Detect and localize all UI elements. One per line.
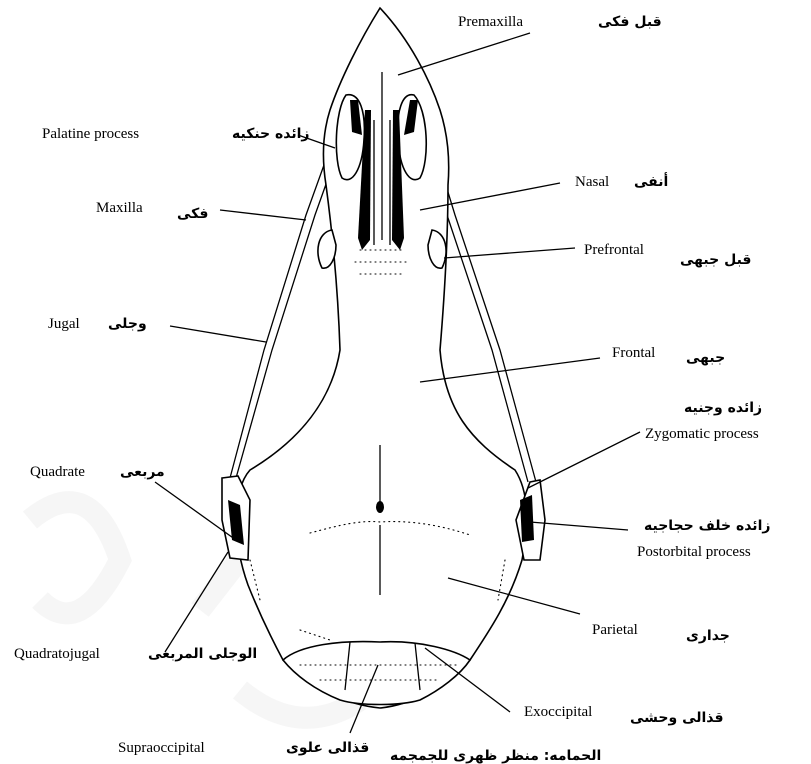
label-quadrate-ar: مربعی — [120, 464, 165, 480]
label-palatine-en: Palatine process — [42, 126, 139, 142]
occipital-region — [283, 642, 470, 705]
label-nasal-en: Nasal — [575, 174, 609, 190]
postorbital-right-shade — [520, 495, 534, 542]
lead-zygomatic — [528, 432, 640, 488]
caption: الحمامه: منظر ظهری للجمجمه — [390, 748, 601, 764]
label-supraoccipital-en: Supraoccipital — [118, 740, 205, 756]
midline-pit — [376, 501, 384, 513]
lead-maxilla — [220, 210, 306, 220]
label-maxilla-en: Maxilla — [96, 200, 143, 216]
label-parietal-ar: جداری — [686, 628, 730, 644]
label-premaxilla-en: Premaxilla — [458, 14, 523, 30]
label-premaxilla-ar: قبل فکی — [598, 14, 662, 30]
label-quadratojugal-en: Quadratojugal — [14, 646, 100, 662]
label-jugal-en: Jugal — [48, 316, 80, 332]
lead-premaxilla — [398, 33, 530, 75]
label-quadrate-en: Quadrate — [30, 464, 85, 480]
label-maxilla-ar: فکی — [177, 206, 208, 222]
label-postorbital-en: Postorbital process — [637, 544, 751, 560]
label-frontal-en: Frontal — [612, 345, 655, 361]
label-exoccipital-en: Exoccipital — [524, 704, 592, 720]
skull — [222, 8, 545, 708]
label-supraoccipital-ar: قذالی علوی — [286, 740, 369, 756]
label-nasal-ar: أنفی — [634, 172, 668, 190]
label-zygomatic-en: Zygomatic process — [645, 426, 759, 442]
lead-prefrontal — [444, 248, 575, 258]
label-exoccipital-ar: قذالی وحشی — [630, 710, 724, 726]
label-zygomatic-ar: زائده وجنیه — [684, 400, 762, 416]
lead-frontal — [420, 358, 600, 382]
label-jugal-ar: وجلی — [108, 316, 147, 332]
label-palatine-ar: زائده حنکیه — [232, 126, 310, 142]
label-prefrontal-ar: قبل جبهی — [680, 252, 751, 268]
label-frontal-ar: جبهی — [686, 350, 725, 366]
prefrontal-left — [318, 230, 336, 268]
label-quadratojugal-ar: الوجلی المربعی — [148, 646, 257, 662]
label-prefrontal-en: Prefrontal — [584, 242, 644, 258]
label-parietal-en: Parietal — [592, 622, 638, 638]
label-postorbital-ar: زائده خلف حجاجیه — [644, 518, 770, 534]
lead-jugal — [170, 326, 266, 342]
